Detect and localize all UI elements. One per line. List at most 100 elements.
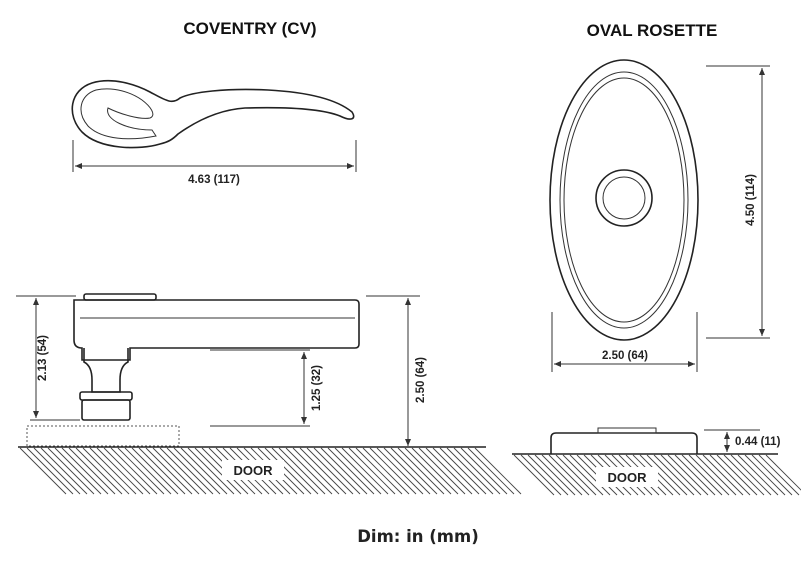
hatch-mark bbox=[124, 447, 172, 495]
hatch-mark bbox=[89, 447, 137, 495]
hatch-mark bbox=[453, 447, 501, 495]
hatch-mark bbox=[555, 454, 597, 496]
hatch-mark bbox=[569, 454, 611, 496]
hatch-mark bbox=[432, 447, 480, 495]
hatch-mark bbox=[758, 454, 800, 496]
hatch-mark bbox=[320, 447, 368, 495]
hatch-mark bbox=[460, 447, 508, 495]
hatch-mark bbox=[334, 447, 382, 495]
door-label-right: DOOR bbox=[608, 470, 648, 485]
hatch-mark bbox=[646, 454, 688, 496]
units-caption: Dim: in (mm) bbox=[357, 527, 479, 546]
hatch-mark bbox=[681, 454, 723, 496]
hatch-mark bbox=[341, 447, 389, 495]
hatch-mark bbox=[520, 454, 562, 496]
hatch-mark bbox=[68, 447, 116, 495]
hatch-mark bbox=[19, 447, 67, 495]
hatch-mark bbox=[397, 447, 445, 495]
lever-length-label: 4.63 (117) bbox=[188, 174, 240, 186]
hatch-mark bbox=[145, 447, 193, 495]
hatch-mark bbox=[152, 447, 200, 495]
hatch-mark bbox=[292, 447, 340, 495]
door-hatch-right bbox=[513, 454, 801, 496]
hatch-mark bbox=[653, 454, 695, 496]
hatch-mark bbox=[180, 447, 228, 495]
hatch-mark bbox=[355, 447, 403, 495]
hatch-mark bbox=[674, 454, 716, 496]
hatch-mark bbox=[33, 447, 81, 495]
hatch-mark bbox=[26, 447, 74, 495]
hatch-mark bbox=[541, 454, 583, 496]
hatch-mark bbox=[390, 447, 438, 495]
rosette-front-view bbox=[549, 59, 699, 341]
total-height-label: 2.50 (64) bbox=[415, 357, 427, 403]
hatch-mark bbox=[166, 447, 214, 495]
hatch-mark bbox=[446, 447, 494, 495]
hatch-mark bbox=[474, 447, 522, 495]
rosette-title: OVAL ROSETTE bbox=[587, 21, 718, 40]
hatch-mark bbox=[467, 447, 515, 495]
hatch-mark bbox=[562, 454, 604, 496]
door-label-left: DOOR bbox=[234, 463, 274, 478]
hatch-mark bbox=[737, 454, 779, 496]
hatch-mark bbox=[159, 447, 207, 495]
hatch-mark bbox=[96, 447, 144, 495]
rosette-width-label: 2.50 (64) bbox=[602, 350, 648, 362]
hatch-mark bbox=[411, 447, 459, 495]
hatch-mark bbox=[383, 447, 431, 495]
hatch-mark bbox=[688, 454, 730, 496]
hatch-mark bbox=[138, 447, 186, 495]
hatch-mark bbox=[744, 454, 786, 496]
hatch-mark bbox=[313, 447, 361, 495]
hatch-mark bbox=[299, 447, 347, 495]
hatch-mark bbox=[751, 454, 793, 496]
hatch-mark bbox=[534, 454, 576, 496]
hatch-mark bbox=[695, 454, 737, 496]
hatch-mark bbox=[187, 447, 235, 495]
hatch-mark bbox=[54, 447, 102, 495]
hatch-mark bbox=[723, 454, 765, 496]
hatch-mark bbox=[548, 454, 590, 496]
hatch-mark bbox=[425, 447, 473, 495]
hatch-mark bbox=[730, 454, 772, 496]
lever-top-view bbox=[71, 79, 355, 149]
lever-side-view bbox=[26, 293, 360, 447]
hatch-mark bbox=[362, 447, 410, 495]
hatch-mark bbox=[639, 454, 681, 496]
hatch-mark bbox=[194, 447, 242, 495]
hatch-mark bbox=[103, 447, 151, 495]
hatch-mark bbox=[709, 454, 751, 496]
hatch-mark bbox=[61, 447, 109, 495]
hatch-mark bbox=[348, 447, 396, 495]
hatch-mark bbox=[369, 447, 417, 495]
hatch-mark bbox=[527, 454, 569, 496]
hatch-mark bbox=[110, 447, 158, 495]
hatch-mark bbox=[264, 447, 312, 495]
lever-side-height-label: 2.13 (54) bbox=[37, 335, 49, 381]
hatch-mark bbox=[306, 447, 354, 495]
hatch-mark bbox=[173, 447, 221, 495]
hatch-mark bbox=[82, 447, 130, 495]
hatch-mark bbox=[660, 454, 702, 496]
clearance-label: 1.25 (32) bbox=[311, 365, 323, 411]
rosette-depth-label: 0.44 (11) bbox=[735, 436, 781, 448]
rosette-side-view bbox=[550, 427, 698, 454]
hatch-mark bbox=[513, 454, 555, 496]
hatch-mark bbox=[131, 447, 179, 495]
hatch-mark bbox=[327, 447, 375, 495]
hatch-mark bbox=[278, 447, 326, 495]
hatch-mark bbox=[716, 454, 758, 496]
hatch-mark bbox=[75, 447, 123, 495]
hatch-mark bbox=[271, 447, 319, 495]
hatch-mark bbox=[117, 447, 165, 495]
hatch-mark bbox=[702, 454, 744, 496]
hatch-mark bbox=[285, 447, 333, 495]
door-hatch-left bbox=[19, 447, 522, 495]
lever-title: COVENTRY (CV) bbox=[183, 19, 316, 38]
hatch-mark bbox=[40, 447, 88, 495]
hatch-mark bbox=[765, 454, 801, 491]
hatch-mark bbox=[404, 447, 452, 495]
hatch-mark bbox=[418, 447, 466, 495]
hatch-mark bbox=[376, 447, 424, 495]
